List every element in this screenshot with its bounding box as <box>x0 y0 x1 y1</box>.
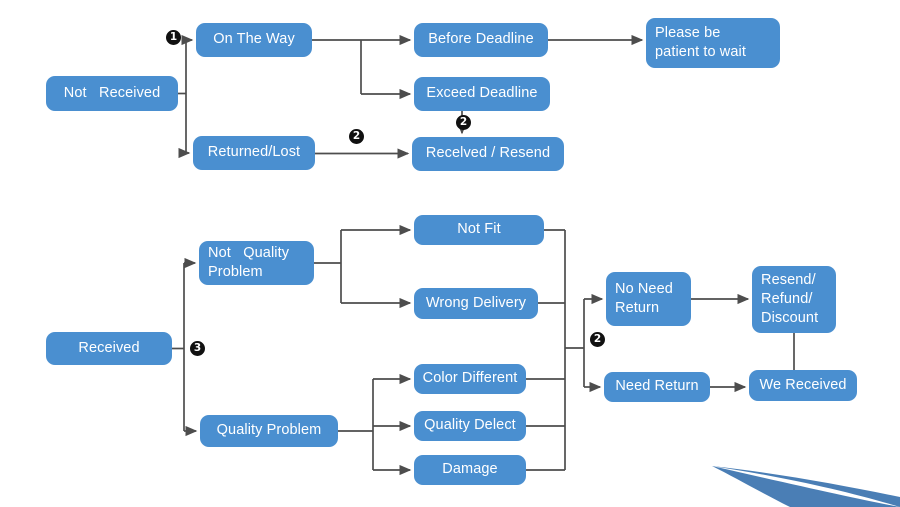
node-label: Before Deadline <box>428 31 534 48</box>
node-before-deadline[interactable]: Before Deadline <box>414 23 548 57</box>
node-color-different[interactable]: Color Different <box>414 364 526 394</box>
node-label: On The Way <box>213 31 295 48</box>
node-label: Damage <box>442 461 498 478</box>
node-label: Need Return <box>615 378 699 395</box>
node-need-return[interactable]: Need Return <box>604 372 710 402</box>
step-badge-2: 2 <box>349 129 364 144</box>
step-badge-1: 1 <box>166 30 181 45</box>
node-quality-problem[interactable]: Quality Problem <box>200 415 338 447</box>
node-label: Exceed Deadline <box>426 85 538 102</box>
node-returned-lost[interactable]: Returned/Lost <box>193 136 315 170</box>
step-badge-2: 2 <box>590 332 605 347</box>
node-label: Please be patient to wait <box>655 24 746 60</box>
step-badge-3: 3 <box>190 341 205 356</box>
node-on-the-way[interactable]: On The Way <box>196 23 312 57</box>
node-label: Resend/ Refund/ Discount <box>761 271 819 327</box>
node-label: No Need Return <box>615 280 673 316</box>
node-quality-defect[interactable]: Quality Delect <box>414 411 526 441</box>
node-no-need-return[interactable]: No Need Return <box>606 272 691 326</box>
node-label: Received <box>78 339 140 356</box>
node-not-received[interactable]: Not Received <box>46 76 178 111</box>
node-we-received[interactable]: We Received <box>749 370 857 401</box>
node-label: Wrong Delivery <box>425 294 527 311</box>
node-label: Recelved / Resend <box>425 145 551 162</box>
node-label: Not Fit <box>457 221 501 238</box>
step-badge-2: 2 <box>456 115 471 130</box>
node-label: Not Quality Problem <box>208 244 290 280</box>
node-please-be-patient[interactable]: Please be patient to wait <box>646 18 780 68</box>
node-label: Color Different <box>422 370 518 387</box>
node-label: We Received <box>759 376 847 393</box>
node-exceed-deadline[interactable]: Exceed Deadline <box>414 77 550 111</box>
node-wrong-delivery[interactable]: Wrong Delivery <box>414 288 538 319</box>
node-label: Not Received <box>63 84 161 101</box>
node-received[interactable]: Received <box>46 332 172 365</box>
node-not-quality-problem[interactable]: Not Quality Problem <box>199 241 314 285</box>
node-received-resend[interactable]: Recelved / Resend <box>412 137 564 171</box>
node-resend-refund[interactable]: Resend/ Refund/ Discount <box>752 266 836 333</box>
node-label: Quality Delect <box>424 417 516 434</box>
node-not-fit[interactable]: Not Fit <box>414 215 544 245</box>
node-label: Returned/Lost <box>207 144 301 161</box>
node-label: Quality Problem <box>216 422 322 439</box>
node-damage[interactable]: Damage <box>414 455 526 485</box>
